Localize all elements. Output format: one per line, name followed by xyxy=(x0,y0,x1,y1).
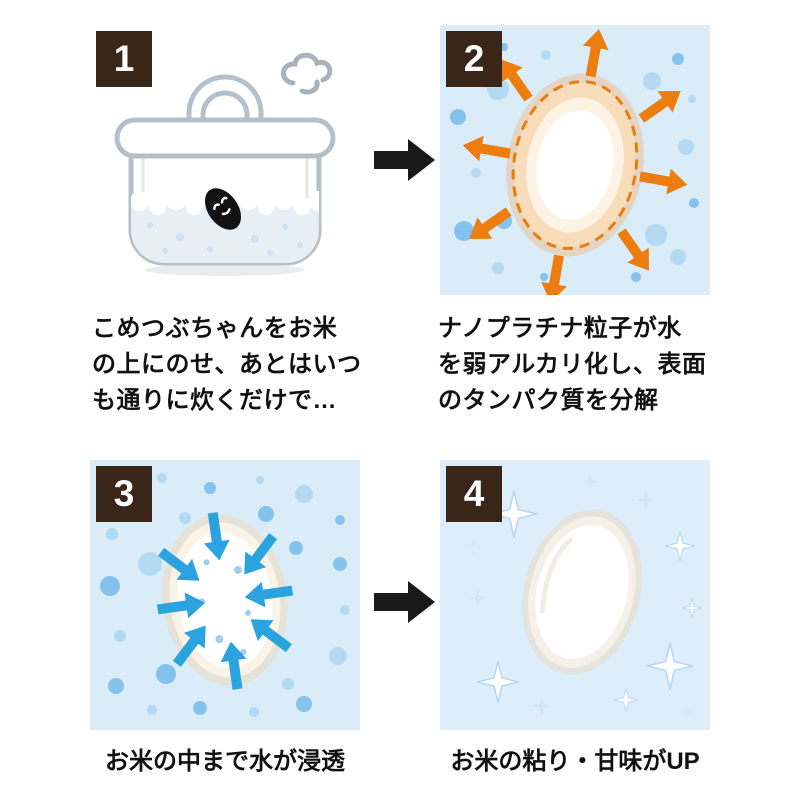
step-number-badge: 1 xyxy=(96,31,152,87)
step-number-badge: 4 xyxy=(446,466,502,522)
water-particles xyxy=(100,473,350,717)
step-number: 3 xyxy=(113,473,135,514)
step-1-caption: こめつぶちゃんをお米 の上にのせ、あとはいつ も通りに炊くだけで… xyxy=(92,315,362,414)
rice-grain xyxy=(153,511,297,691)
kometsubu-chan-character xyxy=(204,188,242,230)
step-number: 1 xyxy=(113,38,135,79)
sparkles xyxy=(464,474,703,720)
rice-grain xyxy=(460,26,690,295)
water-particles xyxy=(450,43,699,282)
step-4-caption: お米の粘り・甘味がUP xyxy=(450,748,700,775)
step-2-panel: 2 xyxy=(440,25,710,295)
step-2-caption: ナノプラチナ粒子が水 を弱アルカリ化し、表面 のタンパク質を分解 xyxy=(438,315,707,414)
step-3-caption: お米の中まで水が浸透 xyxy=(105,748,345,775)
pot-handle xyxy=(186,74,264,122)
step-number: 4 xyxy=(463,473,485,514)
pot-lid xyxy=(114,117,336,159)
step-3-panel: 3 xyxy=(90,460,360,730)
step-arrow-right-icon xyxy=(374,138,436,182)
step-1-panel: 1 xyxy=(90,25,360,295)
step-4-panel: 4 xyxy=(440,460,710,730)
step-arrow-right-icon xyxy=(374,580,436,624)
shiny-grain-sparkles-illustration xyxy=(440,460,710,730)
steam-icon xyxy=(281,52,333,95)
rice-grain xyxy=(522,509,642,675)
pot-shadow xyxy=(145,264,305,276)
step-number: 2 xyxy=(463,38,485,79)
step-number-badge: 3 xyxy=(96,466,152,522)
rice-cooker-illustration xyxy=(114,52,336,276)
step-number-badge: 2 xyxy=(446,31,502,87)
